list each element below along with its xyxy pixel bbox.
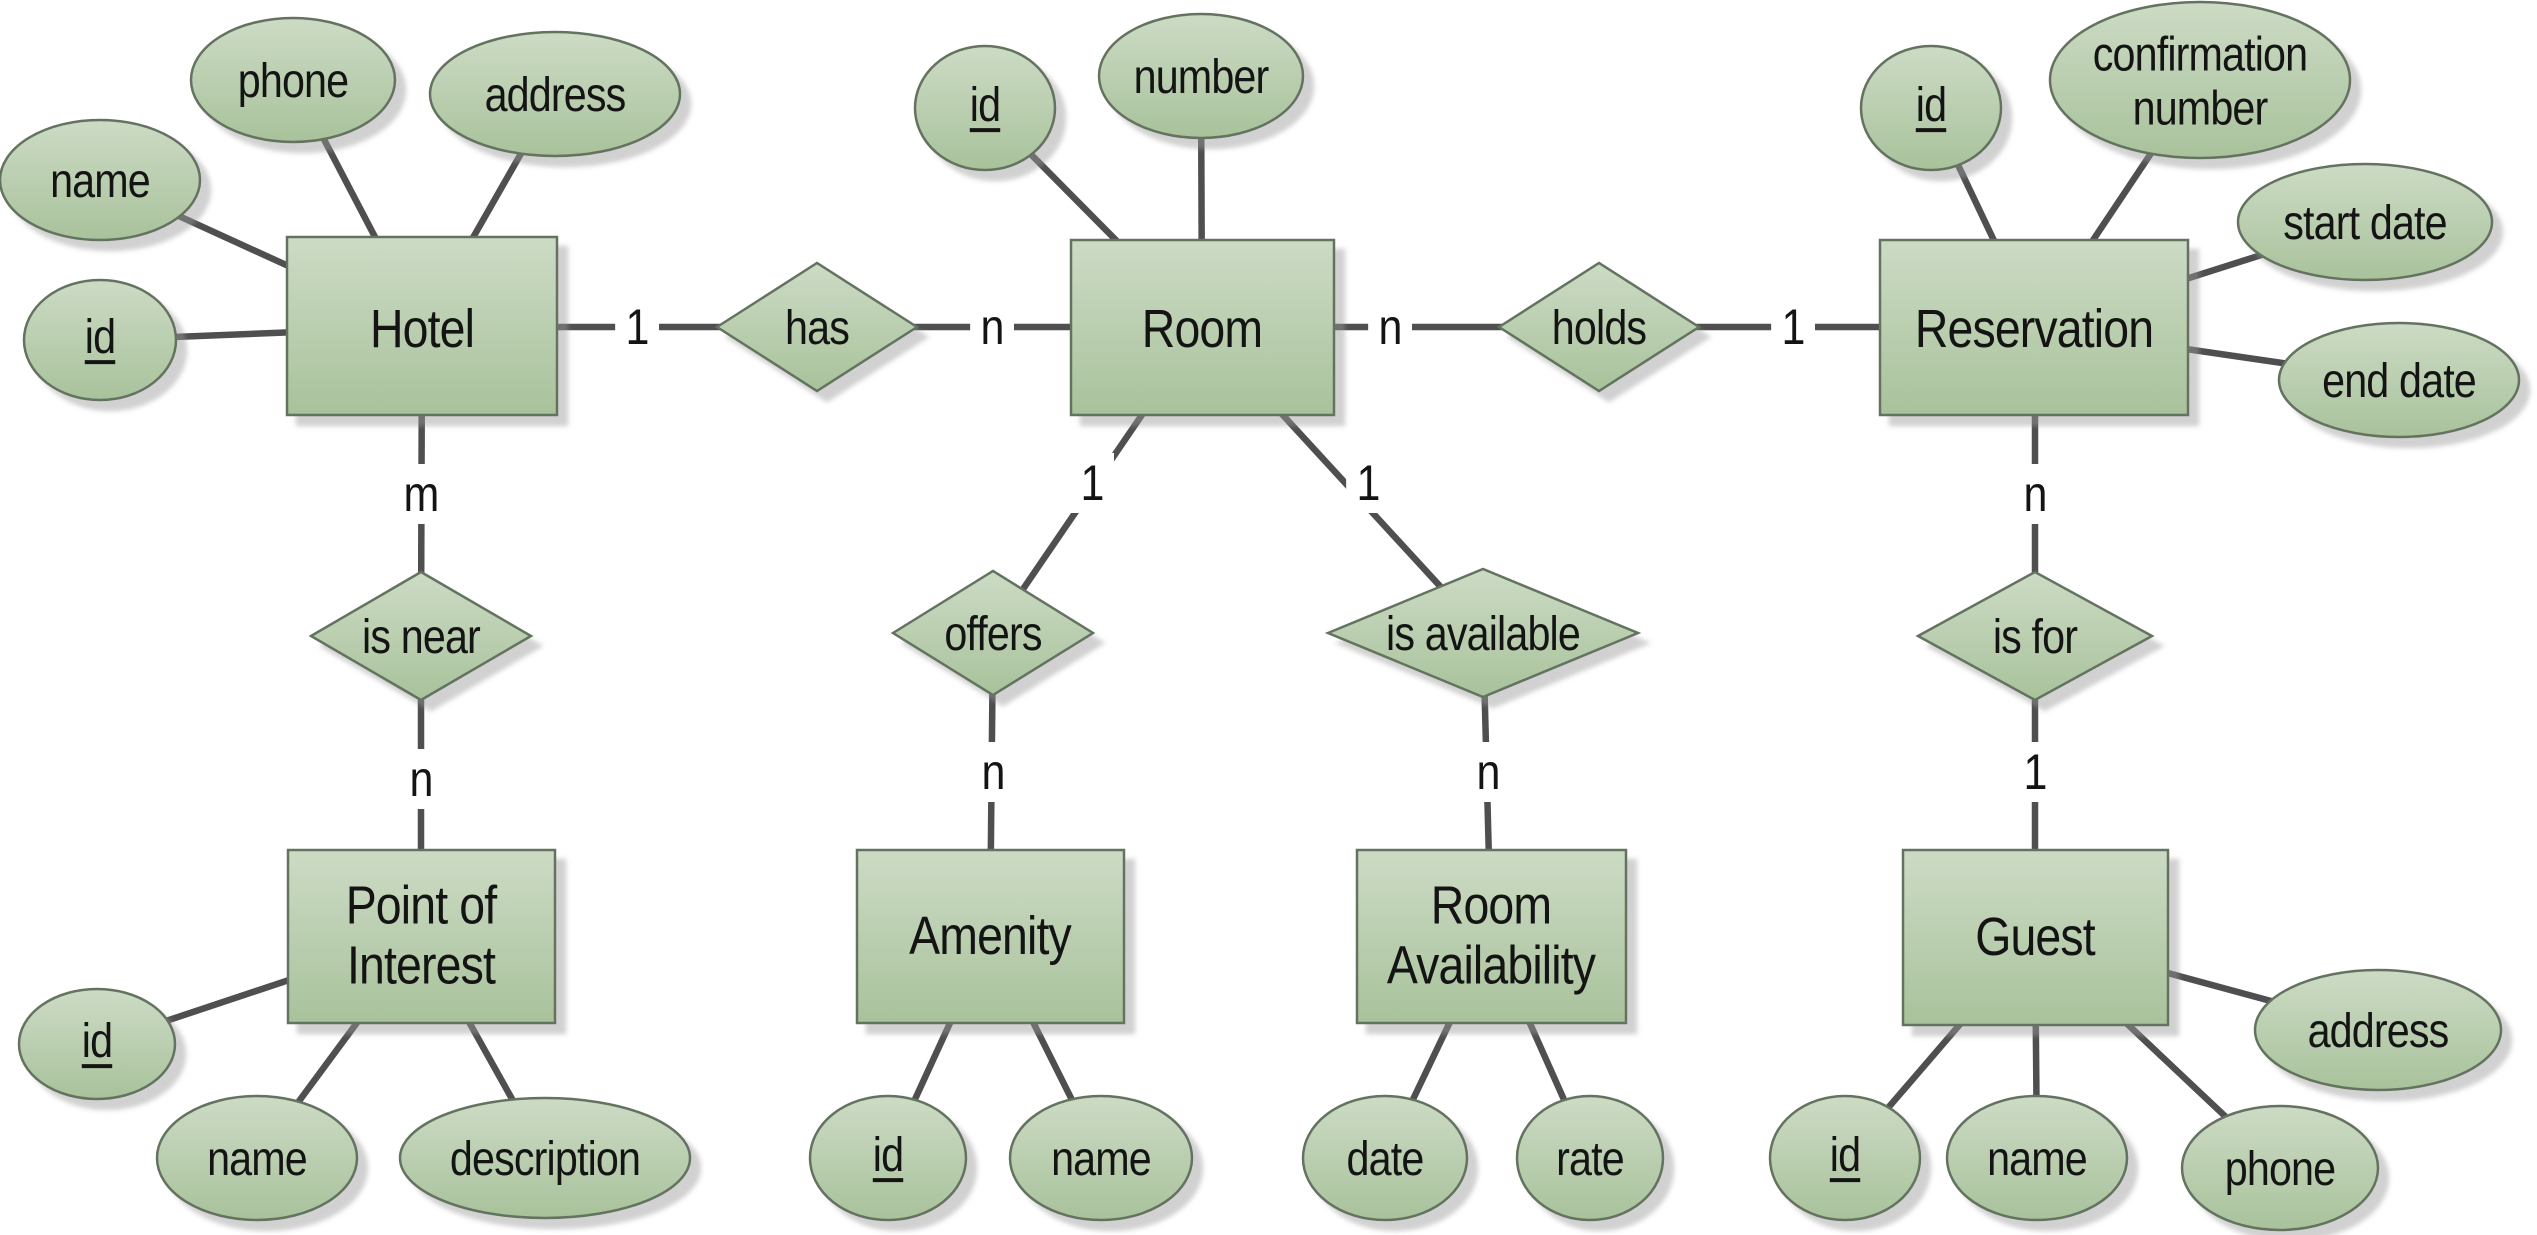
reservation-startdate-ellipse [2236, 162, 2494, 282]
attr-reservation-id: id [1915, 79, 1947, 133]
rel-label-has: has [785, 302, 850, 356]
reservation-box [1878, 238, 2190, 417]
hotel-id-ellipse [22, 278, 178, 402]
amenity-name-ellipse [1008, 1094, 1194, 1222]
card-isnear-hotel: m [393, 464, 449, 524]
attr-poi-name: name [207, 1133, 308, 1187]
attr-amenity-id: id [872, 1129, 904, 1183]
room-box [1069, 238, 1336, 417]
attr-room-id: id [969, 79, 1001, 133]
card-holds-reservation: 1 [1771, 297, 1815, 357]
amenity-box [855, 848, 1126, 1025]
hotel-name-ellipse [0, 118, 202, 242]
poi-box [286, 848, 557, 1025]
card-isavailable-roomavail: n [1466, 742, 1510, 802]
card-holds-room: n [1368, 297, 1412, 357]
attr-hotel-address: address [484, 69, 627, 123]
attr-guest-phone: phone [2224, 1143, 2336, 1197]
roomavail-box [1355, 848, 1628, 1025]
poi-name-ellipse [155, 1094, 359, 1222]
rel-label-isavailable: is available [1386, 608, 1581, 662]
guest-address-ellipse [2253, 968, 2503, 1092]
poi-id-ellipse [17, 987, 177, 1101]
guest-id-ellipse [1768, 1094, 1922, 1222]
attr-hotel-name: name [50, 155, 151, 209]
attr-room-number: number [1133, 51, 1270, 105]
attr-guest-address: address [2307, 1005, 2450, 1059]
attr-reservation-confnum: confirmation number [2092, 28, 2308, 135]
attr-guest-id: id [1829, 1129, 1861, 1183]
attr-guest-name: name [1987, 1133, 2088, 1187]
isfor-diamond [1915, 570, 2155, 702]
room-number-ellipse [1097, 12, 1305, 140]
entity-label-hotel: Hotel [369, 298, 475, 359]
entity-label-room: Room [1141, 298, 1263, 359]
attr-hotel-phone: phone [237, 55, 349, 109]
roomavail-rate-ellipse [1515, 1094, 1665, 1222]
rel-label-holds: holds [1551, 302, 1647, 356]
guest-box [1901, 848, 2170, 1027]
attr-roomavail-rate: rate [1556, 1133, 1625, 1187]
card-offers-room: 1 [1070, 453, 1114, 513]
guest-name-ellipse [1945, 1094, 2129, 1222]
hotel-box [285, 235, 559, 417]
attr-hotel-id: id [84, 311, 116, 365]
reservation-enddate-ellipse [2277, 321, 2521, 439]
hotel-phone-ellipse [189, 16, 397, 144]
attr-amenity-name: name [1051, 1133, 1152, 1187]
poi-description-ellipse [398, 1096, 692, 1220]
attr-reservation-enddate: end date [2322, 355, 2477, 409]
attr-poi-description: description [449, 1133, 641, 1187]
entity-label-reservation: Reservation [1914, 298, 2154, 359]
hotel-address-ellipse [428, 30, 682, 158]
card-isavailable-room: 1 [1346, 453, 1390, 513]
attr-reservation-startdate: start date [2283, 197, 2447, 251]
reservation-id-ellipse [1859, 44, 2003, 172]
attr-poi-id: id [81, 1015, 113, 1069]
reservation-confnum-ellipse [2048, 0, 2352, 160]
rel-label-offers: offers [944, 608, 1042, 662]
card-has-hotel: 1 [615, 297, 659, 357]
entity-label-roomavail: Room Availability [1386, 875, 1596, 996]
rel-label-isfor: is for [1992, 611, 2078, 665]
guest-phone-ellipse [2180, 1104, 2380, 1232]
holds-diamond [1496, 261, 1702, 393]
card-isfor-reservation: n [2013, 464, 2057, 524]
entity-label-amenity: Amenity [909, 905, 1072, 966]
has-diamond [714, 261, 920, 393]
card-isfor-guest: 1 [2013, 742, 2057, 802]
roomavail-date-ellipse [1301, 1094, 1469, 1222]
card-has-room: n [970, 297, 1014, 357]
rel-label-isnear: is near [362, 611, 481, 665]
isavailable-diamond [1324, 567, 1642, 699]
room-id-ellipse [913, 44, 1057, 172]
attr-roomavail-date: date [1346, 1133, 1425, 1187]
isnear-diamond [308, 570, 534, 702]
amenity-id-ellipse [808, 1094, 968, 1222]
entity-label-poi: Point of Interest [345, 875, 497, 996]
card-isnear-poi: n [399, 749, 443, 809]
entity-label-guest: Guest [1975, 906, 2095, 967]
card-offers-amenity: n [971, 742, 1015, 802]
offers-diamond [890, 569, 1096, 697]
